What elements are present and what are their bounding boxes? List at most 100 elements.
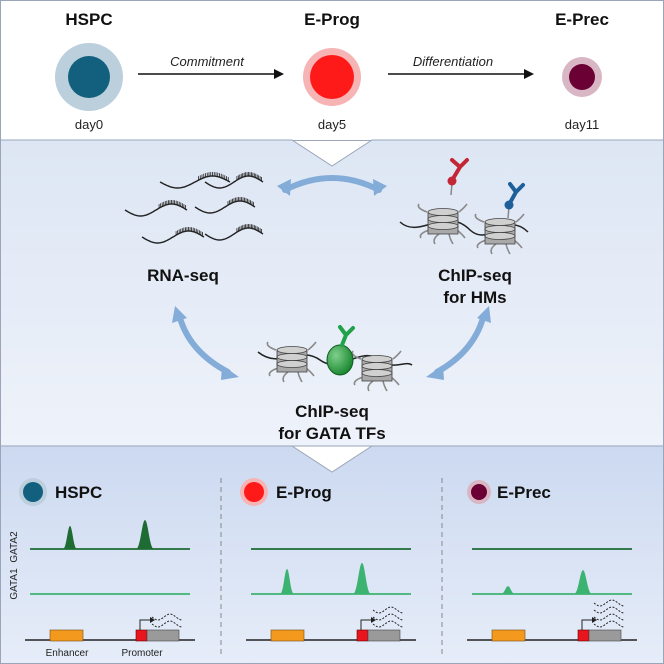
gata2-track-label: GATA2 bbox=[9, 531, 20, 563]
double-arrow-left-head-top bbox=[172, 306, 187, 323]
histone-tail bbox=[417, 203, 428, 213]
middle-panel: RNA-seq ChIP-seq for HMs bbox=[0, 139, 664, 447]
tss-arrow-head-icon bbox=[592, 617, 597, 623]
gata1-peak-enhancer bbox=[501, 586, 515, 594]
panel-e-prog: E-Prog bbox=[240, 478, 416, 642]
gata1-track-label: GATA1 bbox=[9, 568, 20, 600]
transcript-squiggle bbox=[593, 606, 625, 614]
histone-tail bbox=[448, 233, 454, 245]
histone-tail bbox=[476, 239, 487, 249]
stage-hspc-title: HSPC bbox=[65, 10, 112, 29]
stage-eprec-title: E-Prec bbox=[555, 10, 609, 29]
stage-hspc-day: day0 bbox=[75, 117, 103, 132]
histone-tail bbox=[351, 350, 362, 360]
rna-transcript-5 bbox=[141, 230, 205, 244]
double-arrow-left-head-bottom bbox=[221, 365, 239, 380]
panel-title: E-Prog bbox=[276, 483, 332, 502]
nucleosome-1 bbox=[417, 203, 468, 245]
panel-title: HSPC bbox=[55, 483, 102, 502]
transcript-squiggle bbox=[593, 613, 625, 621]
transcript-squiggle bbox=[372, 620, 404, 628]
double-arrow-right bbox=[434, 315, 486, 375]
histone-tail bbox=[490, 243, 497, 255]
enhancer-box bbox=[270, 629, 305, 642]
histone-tail bbox=[474, 213, 485, 223]
histone-tail bbox=[297, 371, 303, 383]
histone-tail bbox=[367, 380, 374, 392]
transcript-squiggle bbox=[372, 606, 404, 614]
histone-disc-top bbox=[276, 360, 308, 368]
promoter-box bbox=[356, 629, 369, 642]
panel-e-prec: E-Prec bbox=[467, 480, 637, 642]
antibody-red-icon bbox=[450, 158, 469, 179]
middle-panel-background bbox=[0, 139, 664, 447]
transcript-squiggle bbox=[372, 613, 404, 621]
panel-cell bbox=[471, 484, 487, 500]
tss-arrow-head-icon bbox=[150, 617, 155, 623]
bottom-panels: HSPC E-Prog E-Prec bbox=[19, 478, 637, 642]
gene-body-box bbox=[367, 629, 401, 642]
nucleosome-3 bbox=[266, 341, 317, 383]
gata1-peak-promoter bbox=[353, 563, 371, 594]
histone-tail bbox=[419, 229, 430, 239]
histone-disc-top bbox=[276, 346, 308, 354]
chip-hm-label-1: ChIP-seq bbox=[438, 266, 512, 285]
rna-transcripts bbox=[124, 172, 264, 244]
promoter-box bbox=[135, 629, 148, 642]
nucleosome-2 bbox=[474, 213, 525, 255]
top-panel: HSPC day0 E-Prog day5 E-Prec day11 Commi… bbox=[0, 0, 664, 141]
histone-tail bbox=[353, 376, 364, 386]
panel-cell bbox=[244, 482, 264, 502]
histone-tail bbox=[458, 203, 468, 213]
panel-hspc: HSPC bbox=[19, 478, 195, 642]
tss-arrow-icon bbox=[581, 619, 592, 630]
gata2-peak-promoter bbox=[136, 520, 154, 549]
histone-tail bbox=[382, 380, 388, 392]
histone-disc-top bbox=[361, 362, 393, 370]
stage-hspc-cell bbox=[68, 56, 110, 98]
histone-disc-top bbox=[361, 355, 393, 363]
bottom-panel-background bbox=[0, 445, 664, 664]
chip-tf-illustration bbox=[257, 325, 413, 392]
transcript-squiggle bbox=[151, 620, 183, 628]
double-arrow-top bbox=[282, 175, 382, 193]
enhancer-box bbox=[491, 629, 526, 642]
double-arrow-right-head-bottom bbox=[426, 365, 444, 380]
histone-disc-top bbox=[361, 369, 393, 377]
gata1-peak-enhancer bbox=[280, 569, 294, 594]
stage-eprec-day: day11 bbox=[565, 117, 599, 132]
rna-transcript-4 bbox=[194, 200, 256, 214]
chip-hm-illustration bbox=[399, 158, 529, 255]
double-arrow-top-head-right bbox=[373, 179, 387, 196]
histone-disc-top bbox=[484, 218, 516, 226]
tss-arrow-icon bbox=[139, 619, 150, 630]
chip-tf-label-1: ChIP-seq bbox=[295, 402, 369, 421]
differentiation-label: Differentiation bbox=[413, 54, 493, 69]
enhancer-box bbox=[49, 629, 84, 642]
histone-tail bbox=[515, 213, 525, 223]
rna-transcript-6 bbox=[204, 227, 264, 241]
stage-eprog-cell bbox=[310, 55, 354, 99]
panel-title: E-Prec bbox=[497, 483, 551, 502]
histone-disc-top bbox=[427, 215, 459, 223]
double-arrow-right-head-top bbox=[477, 306, 491, 323]
transcript-squiggle bbox=[593, 620, 625, 628]
rna-transcript-2 bbox=[204, 175, 264, 189]
antibody-green-icon bbox=[338, 325, 355, 347]
histone-tail bbox=[392, 350, 402, 360]
histone-disc-top bbox=[484, 225, 516, 233]
enhancer-label: Enhancer bbox=[46, 648, 89, 659]
histone-tail bbox=[433, 233, 440, 245]
histone-tail bbox=[505, 243, 511, 255]
transcript-squiggle bbox=[593, 599, 625, 607]
histone-tail bbox=[307, 341, 317, 351]
tss-arrow-icon bbox=[360, 619, 371, 630]
double-arrow-left bbox=[177, 315, 231, 375]
transcript-squiggle bbox=[151, 613, 183, 621]
rna-transcript-1 bbox=[159, 175, 231, 189]
nucleosome-4 bbox=[351, 350, 402, 392]
gata1-peak-promoter bbox=[574, 570, 592, 594]
histone-disc-top bbox=[276, 353, 308, 361]
panel-cell bbox=[23, 482, 43, 502]
